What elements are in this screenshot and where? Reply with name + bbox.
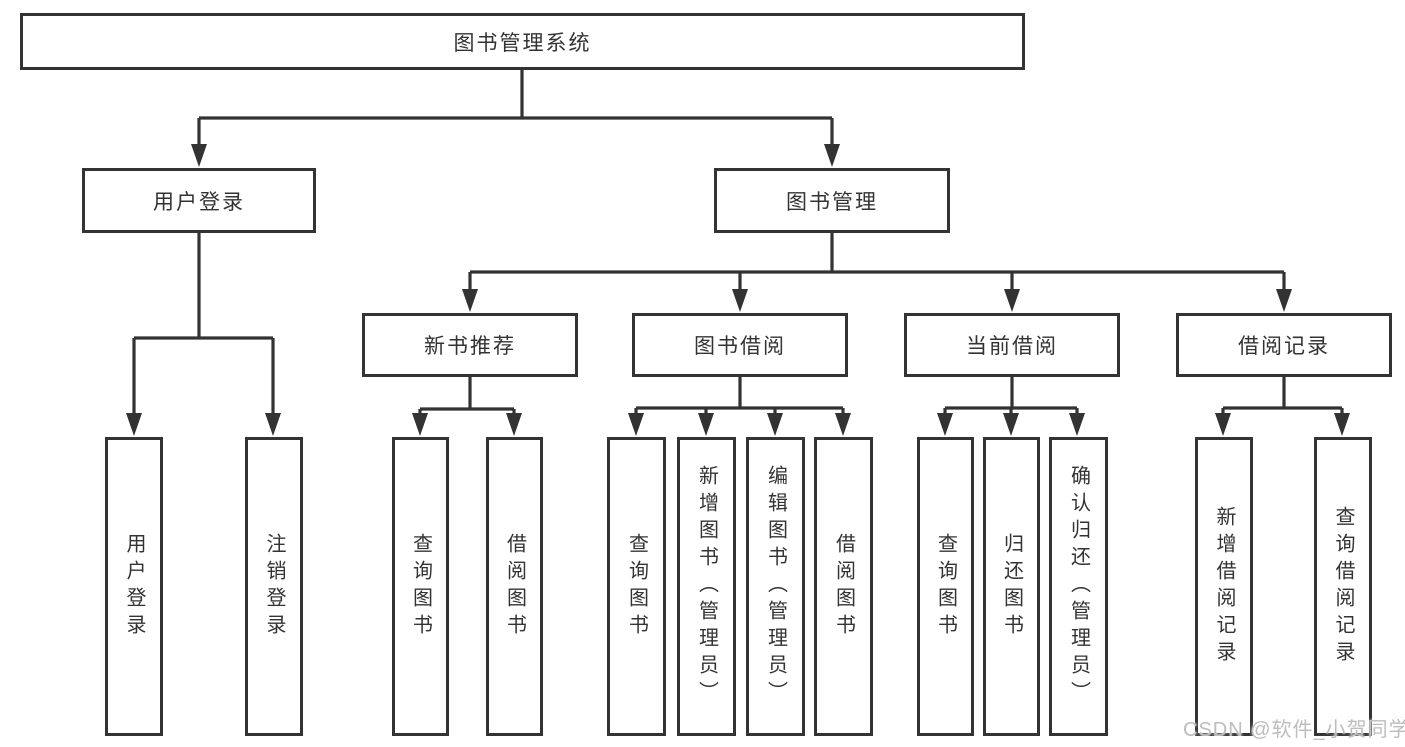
node-label: 图书管理系统 xyxy=(453,31,592,55)
leaf-query-borrow-record: 查询借阅记录 xyxy=(1314,437,1372,736)
node-current-borrowing: 当前借阅 xyxy=(904,313,1120,377)
node-label: 借阅图书 xyxy=(503,532,526,641)
node-label: 查询图书 xyxy=(934,532,957,641)
node-label: 用户登录 xyxy=(123,532,145,641)
leaf-query-books-recommend: 查询图书 xyxy=(392,437,449,736)
leaf-confirm-return-admin: 确认归还（管理员） xyxy=(1049,437,1108,736)
connector-stems xyxy=(132,70,1344,415)
node-user-login: 用户登录 xyxy=(82,168,316,233)
node-label: 图书借阅 xyxy=(694,335,786,358)
node-borrowing-records: 借阅记录 xyxy=(1176,313,1392,377)
node-label: 新增借阅记录 xyxy=(1213,505,1235,668)
leaf-add-borrow-record: 新增借阅记录 xyxy=(1195,437,1253,736)
leaf-borrow-books: 借阅图书 xyxy=(814,437,873,736)
node-label: 新增图书（管理员） xyxy=(695,465,718,708)
node-label: 借阅记录 xyxy=(1238,335,1330,358)
arrowheads xyxy=(126,144,1350,436)
node-label: 查询图书 xyxy=(409,532,432,641)
leaf-user-login: 用户登录 xyxy=(105,437,163,736)
leaf-logout: 注销登录 xyxy=(245,437,303,736)
node-label: 归还图书 xyxy=(1000,532,1023,641)
csdn-watermark: CSDN @软件_小贺同学 xyxy=(1183,719,1405,741)
leaf-add-books-admin: 新增图书（管理员） xyxy=(677,437,736,736)
node-label: 用户登录 xyxy=(153,190,245,214)
node-label: 编辑图书（管理员） xyxy=(764,465,787,708)
leaf-borrow-books-recommend: 借阅图书 xyxy=(486,437,543,736)
node-label: 当前借阅 xyxy=(966,335,1058,358)
node-new-book-recommendation: 新书推荐 xyxy=(362,313,578,377)
leaf-query-books-current: 查询图书 xyxy=(917,437,974,736)
node-label: 确认归还（管理员） xyxy=(1067,465,1090,708)
node-book-management: 图书管理 xyxy=(714,168,950,233)
node-label: 借阅图书 xyxy=(832,532,855,641)
node-label: 图书管理 xyxy=(786,190,878,214)
leaf-query-books: 查询图书 xyxy=(607,437,666,736)
node-library-management-system: 图书管理系统 xyxy=(20,13,1025,70)
node-label: 查询图书 xyxy=(625,532,648,641)
node-label: 新书推荐 xyxy=(424,335,516,358)
node-label: 查询借阅记录 xyxy=(1332,505,1354,668)
leaf-edit-books-admin: 编辑图书（管理员） xyxy=(746,437,805,736)
leaf-return-books: 归还图书 xyxy=(983,437,1040,736)
node-book-borrowing: 图书借阅 xyxy=(632,313,848,377)
node-label: 注销登录 xyxy=(263,532,285,641)
